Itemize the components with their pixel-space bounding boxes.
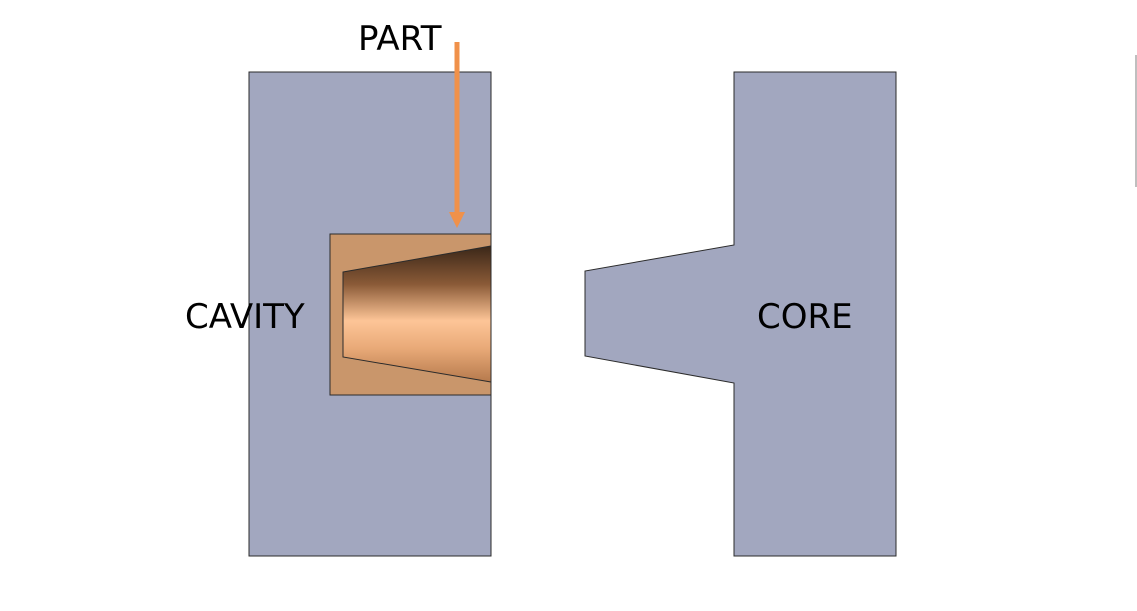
core-block <box>584 71 897 557</box>
part-shape <box>342 245 492 383</box>
edge-divider <box>1135 55 1137 187</box>
part-label: PART <box>358 19 442 59</box>
core-label: CORE <box>757 297 853 337</box>
part-arrow <box>449 42 465 228</box>
cavity-label: CAVITY <box>185 297 305 337</box>
